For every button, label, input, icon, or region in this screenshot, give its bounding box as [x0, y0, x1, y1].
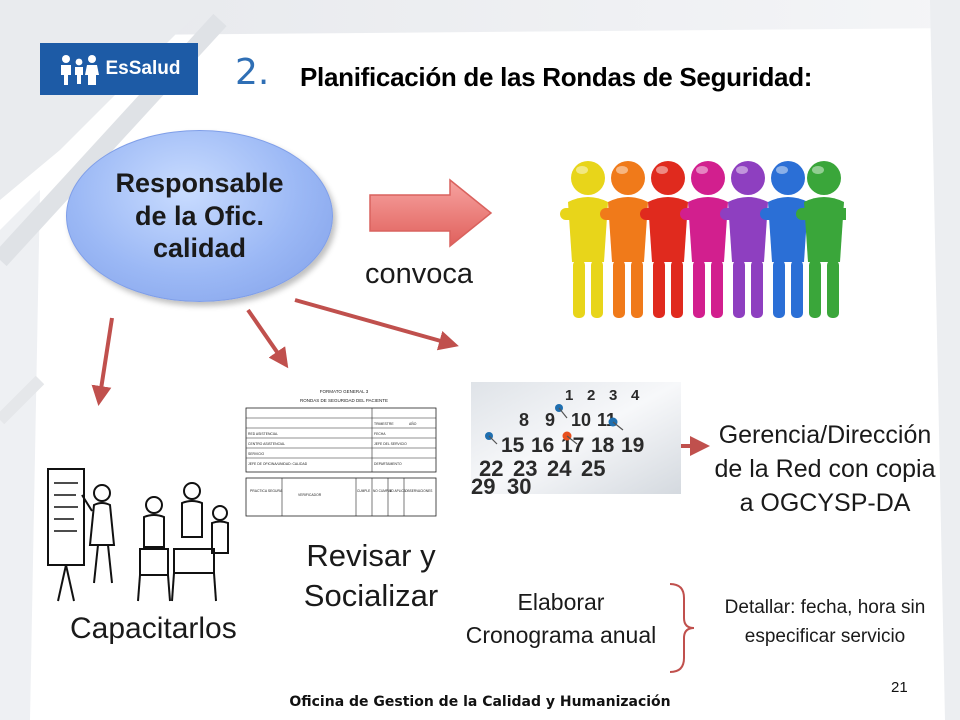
capacitarlos-label: Capacitarlos: [70, 612, 237, 645]
person-figure: [720, 161, 776, 318]
logo-text: EsSalud: [105, 58, 181, 79]
person-figure: [796, 161, 846, 318]
form-document-illustration: FORMATO GENERAL 3 RONDAS DE SEGURIDAD DE…: [244, 372, 440, 518]
svg-text:RED ASISTENCIAL: RED ASISTENCIAL: [248, 432, 278, 436]
svg-text:NO CUMPLE: NO CUMPLE: [373, 489, 392, 493]
calendar-day: 8: [519, 410, 529, 430]
calendar-day: 1: [565, 387, 573, 404]
calendar-day: 4: [631, 387, 640, 404]
svg-text:OBSERVACIONES: OBSERVACIONES: [405, 489, 432, 493]
svg-text:NO APLICA: NO APLICA: [389, 489, 407, 493]
revisar-label: Revisar y Socializar: [303, 538, 439, 614]
family-icon: [60, 55, 99, 85]
section-number: 2.: [235, 52, 270, 93]
responsable-text: Responsable de la Ofic. calidad: [115, 167, 284, 264]
block-arrow-icon: [369, 178, 493, 248]
svg-text:CENTRO ASISTENCIAL: CENTRO ASISTENCIAL: [248, 442, 285, 446]
form-heading-2: RONDAS DE SEGURIDAD DEL PACIENTE: [300, 398, 388, 403]
person-figure: [600, 161, 656, 318]
page-number: 21: [891, 679, 908, 696]
person-figure: [640, 161, 696, 318]
person-figure: [560, 161, 616, 318]
svg-text:PRACTICA SEGURA: PRACTICA SEGURA: [250, 489, 283, 493]
bracket-icon: [669, 583, 695, 673]
calendar-day: 15: [501, 434, 525, 457]
svg-text:AÑO: AÑO: [409, 421, 417, 426]
form-heading-1: FORMATO GENERAL 3: [320, 389, 369, 394]
gerencia-label: Gerencia/Dirección de la Red con copia a…: [714, 421, 936, 517]
calendar-day: 9: [545, 410, 555, 430]
page-title: Planificación de las Rondas de Seguridad…: [300, 62, 813, 92]
essalud-logo: EsSalud: [40, 43, 198, 95]
elaborar-label: Elaborar Cronograma anual: [465, 589, 657, 649]
svg-text:VERIFICADOR: VERIFICADOR: [298, 493, 322, 497]
svg-text:CUMPLE: CUMPLE: [357, 489, 370, 493]
training-illustration: [44, 465, 240, 603]
convoca-label: convoca: [365, 258, 474, 290]
calendar-day: 30: [507, 474, 531, 494]
calendar-day: 3: [609, 387, 617, 404]
svg-text:JEFE DEL SERVICIO: JEFE DEL SERVICIO: [374, 442, 407, 446]
svg-text:TRIMESTRE: TRIMESTRE: [374, 422, 394, 426]
person-figure: [680, 161, 736, 318]
calendar-day: 16: [531, 434, 554, 457]
responsable-oval: Responsable de la Ofic. calidad: [66, 130, 333, 302]
footer-text: Oficina de Gestion de la Calidad y Human…: [289, 694, 671, 710]
svg-text:SERVICIO: SERVICIO: [248, 452, 265, 456]
calendar-day: 2: [587, 387, 595, 404]
calendar-day: 25: [581, 456, 605, 481]
svg-text:JEFE DE OFICINA/UNIDAD: CALIDA: JEFE DE OFICINA/UNIDAD: CALIDAD: [248, 462, 308, 466]
detallar-label: Detallar: fecha, hora sin especificar se…: [724, 597, 926, 647]
calendar-day: 29: [471, 474, 495, 494]
calendar-day: 18: [591, 434, 615, 457]
svg-text:FECHA: FECHA: [374, 432, 386, 436]
calendar-day: 23: [513, 456, 537, 481]
people-group-illustration: [560, 161, 846, 318]
calendar-day: 10: [571, 410, 591, 430]
svg-text:DEPARTAMENTO: DEPARTAMENTO: [374, 462, 402, 466]
calendar-day: 22: [479, 456, 503, 481]
calendar-day: 24: [547, 456, 572, 481]
calendar-day: 19: [621, 434, 644, 457]
